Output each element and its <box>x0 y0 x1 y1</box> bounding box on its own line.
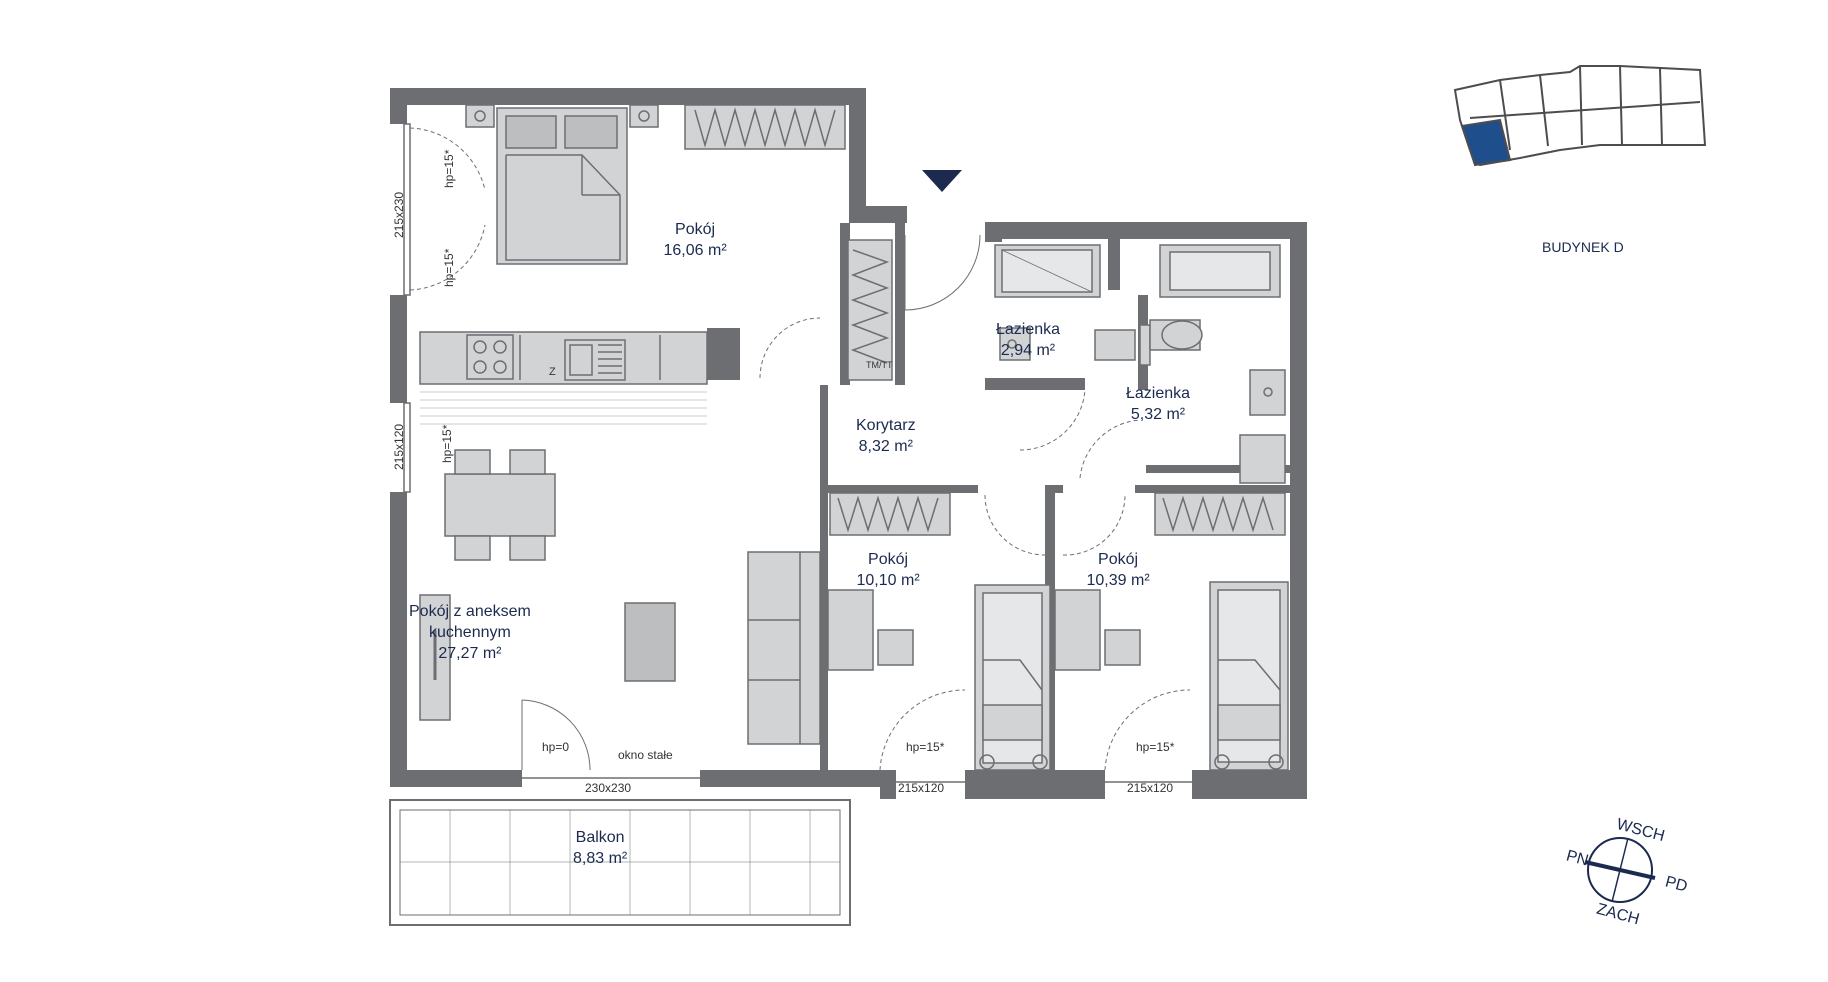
room-name-line2: kuchennym <box>429 623 511 641</box>
balcony <box>389 799 851 926</box>
sofa <box>747 551 821 745</box>
room-area: 27,27 m² <box>438 644 502 662</box>
room-name: Pokój <box>868 551 909 568</box>
room-area: 2,94 m² <box>1000 341 1056 359</box>
desk-room3 <box>1054 589 1101 671</box>
window-size-label: 215x230 <box>392 191 406 238</box>
washing-machine <box>1239 434 1286 484</box>
walls <box>390 88 1307 799</box>
hp-label: hp=15* <box>442 248 456 287</box>
hp-label: hp=15* <box>440 424 454 463</box>
room-name: Łazienka <box>1126 385 1191 402</box>
window-frames <box>403 123 1192 783</box>
sink-bath2 <box>1249 369 1286 416</box>
room-area: 10,10 m² <box>856 571 920 589</box>
window-size-label: 215x120 <box>392 423 406 470</box>
room-area: 8,83 m² <box>573 849 628 867</box>
window-size-label: 215x120 <box>898 781 945 795</box>
toilet-bath1 <box>1094 329 1136 361</box>
hp-label: hp=15* <box>906 740 945 754</box>
doors <box>409 127 1191 771</box>
room-label-bath2: Łazienka 5,32 m² <box>1126 384 1190 426</box>
room-label-living: Pokój z aneksem kuchennym 27,27 m² <box>409 602 531 664</box>
room-label-room3: Pokój 10,39 m² <box>1087 550 1150 592</box>
hp-label: hp=15* <box>1136 740 1175 754</box>
room-name: Pokój <box>675 221 716 238</box>
building-key-plan <box>1453 65 1707 167</box>
kitchen-floor-hatch <box>420 391 707 425</box>
room-name: Pokój z aneksem <box>409 603 531 620</box>
room-name: Pokój <box>1098 551 1139 568</box>
balcony-door-size-label: 230x230 <box>585 781 632 795</box>
room-label-bedroom-main: Pokój 16,06 m² <box>664 220 727 262</box>
coffee-table <box>624 602 676 682</box>
room-area: 10,39 m² <box>1086 571 1150 589</box>
window-size-label: 215x120 <box>1127 781 1174 795</box>
entrance-arrow <box>922 170 962 192</box>
dining-table <box>444 473 556 537</box>
room-area: 5,32 m² <box>1130 405 1186 423</box>
sink-bath1 <box>999 327 1031 361</box>
room-name: Balkon <box>575 829 625 846</box>
wardrobe-room2 <box>829 492 951 536</box>
room-area: 8,32 m² <box>858 437 913 455</box>
room-name: Łazienka <box>996 321 1061 338</box>
room-label-balcony: Balkon 8,83 m² <box>573 828 627 870</box>
hp-label: hp=15* <box>442 149 456 188</box>
room-label-room2: Pokój 10,10 m² <box>857 550 920 592</box>
hp-label: hp=0 <box>542 740 570 754</box>
room-label-corridor: Korytarz 8,32 m² <box>856 416 916 458</box>
compass <box>1584 837 1656 903</box>
room-label-bath1: Łazienka 2,94 m² <box>996 320 1060 362</box>
furniture <box>419 104 1289 771</box>
wardrobe-room3 <box>1154 492 1286 536</box>
room-name: Korytarz <box>856 417 916 434</box>
wardrobe-bedroom <box>684 104 846 150</box>
tm-tt-label: TM/TT <box>866 360 893 370</box>
kitchen-counter <box>419 331 708 385</box>
building-label: BUDYNEK D <box>1542 239 1624 255</box>
room-area: 16,06 m² <box>663 241 727 259</box>
fixed-window-label: okno stałe <box>618 748 673 762</box>
desk-room2 <box>827 589 874 671</box>
z-label: Z <box>549 366 556 378</box>
